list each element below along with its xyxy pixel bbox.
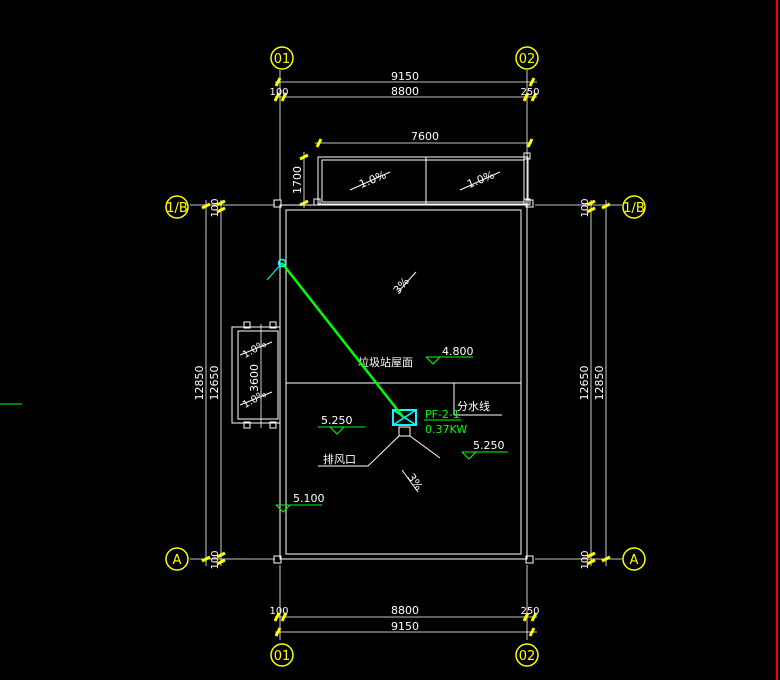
- axis-bubble-bottom-left: 01: [270, 643, 294, 667]
- dim-top-right-offset: 250: [520, 87, 539, 98]
- dim-right-bottom-offset: 100: [580, 550, 591, 569]
- exhaust-outlet-label: 排风口: [323, 452, 356, 466]
- axis-bubble-left-lower: A: [165, 547, 189, 571]
- dim-left-outer: 12850: [193, 366, 206, 401]
- dim-canopy-width: 7600: [411, 130, 439, 143]
- bottom-dimensions: 8800 9150 100 250: [269, 604, 540, 637]
- axis-label: 02: [519, 52, 536, 67]
- axis-label: 02: [519, 649, 536, 664]
- dim-canopy-depth: 1700: [291, 166, 304, 194]
- duct-route: [266, 258, 404, 418]
- elevation-right-mid-value: 5.250: [473, 439, 505, 452]
- dim-bottom-left-offset: 100: [269, 606, 288, 617]
- dim-bottom-inner: 8800: [391, 604, 419, 617]
- right-dimensions: 12650 12850 100 100: [578, 198, 611, 570]
- ridge-line-label: 分水线: [457, 399, 490, 413]
- elevation-lower-left: 5.100: [275, 492, 325, 513]
- axis-bubble-top-right: 02: [515, 46, 539, 70]
- axis-label: 1/B: [166, 201, 188, 216]
- axis-bubble-top-left: 01: [270, 46, 294, 70]
- elevation-lower-left-value: 5.100: [293, 492, 325, 505]
- left-dimensions: 12850 12650 3600 100 100: [193, 198, 262, 570]
- top-dimensions: 9150 8800 100 250 7600 1700: [269, 70, 540, 208]
- slope-roof-lower: 3%: [405, 471, 426, 493]
- axis-label: A: [630, 553, 639, 568]
- roof-slope-upper: 3%: [391, 271, 417, 297]
- slope-canopy-right: 1.0%: [465, 168, 496, 191]
- dim-bottom-overall: 9150: [391, 620, 419, 633]
- elevation-roof: 4.800: [425, 345, 474, 365]
- roof-name-label: 垃圾站屋面: [358, 355, 413, 369]
- dim-right-outer: 12850: [593, 366, 606, 401]
- dim-bottom-right-offset: 250: [520, 606, 539, 617]
- dim-left-side-box: 3600: [248, 364, 261, 392]
- axis-bubble-right-upper: 1/B: [622, 195, 646, 219]
- axis-bubble-bottom-right: 02: [515, 643, 539, 667]
- dim-top-overall: 9150: [391, 70, 419, 83]
- slope-roof-upper: 3%: [391, 275, 412, 297]
- axis-label: 01: [274, 52, 291, 67]
- exhaust-fan: 排风口: [318, 409, 441, 467]
- elevation-left-mid-value: 5.250: [321, 414, 353, 427]
- dim-top-inner: 8800: [391, 85, 419, 98]
- elevation-right-mid: 5.250: [461, 439, 508, 460]
- slope-side-upper: 1.0%: [241, 339, 269, 361]
- dim-left-bottom-offset: 100: [210, 550, 221, 569]
- dim-right-top-offset: 100: [580, 198, 591, 217]
- axis-label: 1/B: [623, 201, 645, 216]
- roof-slope-lower: 3%: [401, 469, 426, 493]
- fan-tag-callout: PF-2-1 0.37KW: [424, 408, 467, 436]
- axis-label: 01: [274, 649, 291, 664]
- dim-top-left-offset: 100: [269, 87, 288, 98]
- main-roof-outline: [273, 199, 534, 564]
- axis-label: A: [173, 553, 182, 568]
- dim-left-top-offset: 100: [210, 198, 221, 217]
- dim-left-inner: 12650: [208, 366, 221, 401]
- elevation-roof-value: 4.800: [442, 345, 474, 358]
- axis-bubble-right-lower: A: [622, 547, 646, 571]
- ridge-line-callout: 分水线: [453, 383, 502, 416]
- dim-right-inner: 12650: [578, 366, 591, 401]
- slope-canopy-left: 1.0%: [357, 168, 388, 191]
- fan-power-label: 0.37KW: [425, 423, 467, 436]
- elevation-left-mid: 5.250: [318, 414, 365, 435]
- fan-tag-label: PF-2-1: [425, 408, 460, 421]
- axis-bubble-left-upper: 1/B: [165, 195, 189, 219]
- canopy: 1.0% 1.0%: [313, 152, 531, 206]
